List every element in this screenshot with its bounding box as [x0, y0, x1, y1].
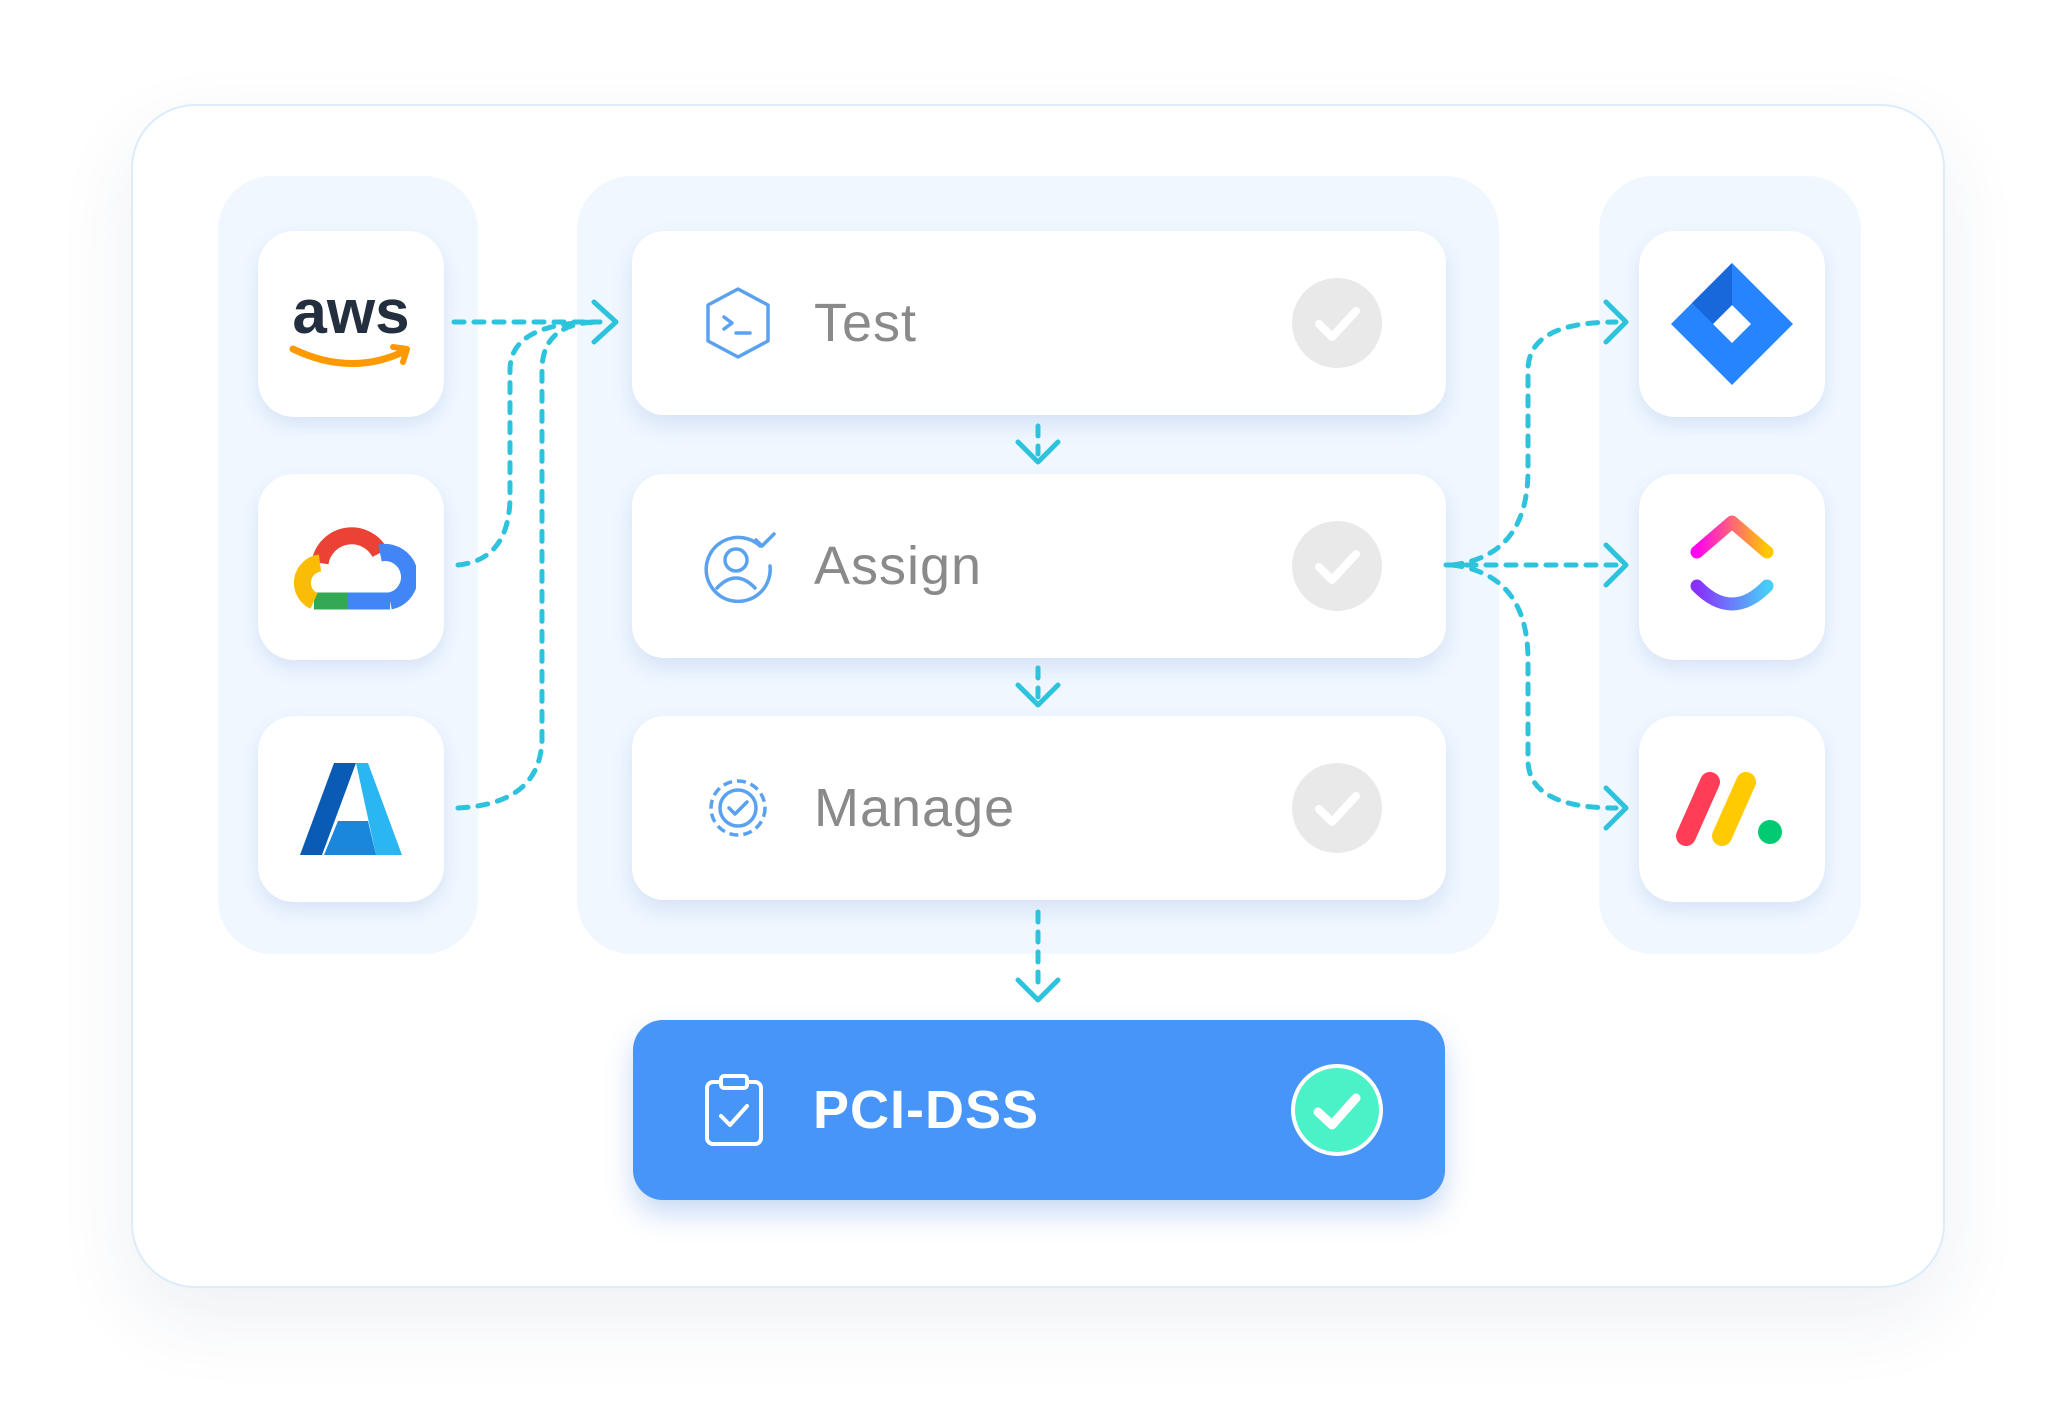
result-pci-dss: PCI-DSS — [633, 1020, 1445, 1200]
google-cloud-tile — [258, 474, 444, 660]
result-label: PCI-DSS — [813, 1080, 1040, 1140]
gear-check-icon — [709, 779, 767, 837]
jira-tile — [1639, 231, 1825, 417]
azure-tile — [258, 716, 444, 902]
aws-logo-text: aws — [292, 278, 409, 347]
step-label: Assign — [814, 536, 983, 596]
user-check-icon — [704, 532, 776, 604]
azure-logo-icon — [300, 763, 402, 855]
step-manage: Manage — [632, 716, 1446, 900]
aws-tile: aws — [258, 231, 444, 417]
terminal-hexagon-icon — [706, 287, 770, 359]
check-icon — [1292, 763, 1382, 853]
step-test: Test — [632, 231, 1446, 415]
step-label: Manage — [814, 778, 1016, 838]
check-icon — [1292, 521, 1382, 611]
clickup-logo-icon — [1690, 515, 1774, 611]
jira-logo-icon — [1671, 263, 1793, 385]
step-label: Test — [814, 293, 918, 353]
step-assign: Assign — [632, 474, 1446, 658]
check-icon — [1291, 1064, 1383, 1156]
check-icon — [1292, 278, 1382, 368]
monday-logo-icon — [1676, 772, 1782, 846]
clickup-tile — [1639, 474, 1825, 660]
clipboard-check-icon — [705, 1074, 763, 1146]
aws-logo-icon: aws — [289, 278, 410, 367]
google-cloud-logo-icon — [293, 527, 416, 610]
monday-tile — [1639, 716, 1825, 902]
